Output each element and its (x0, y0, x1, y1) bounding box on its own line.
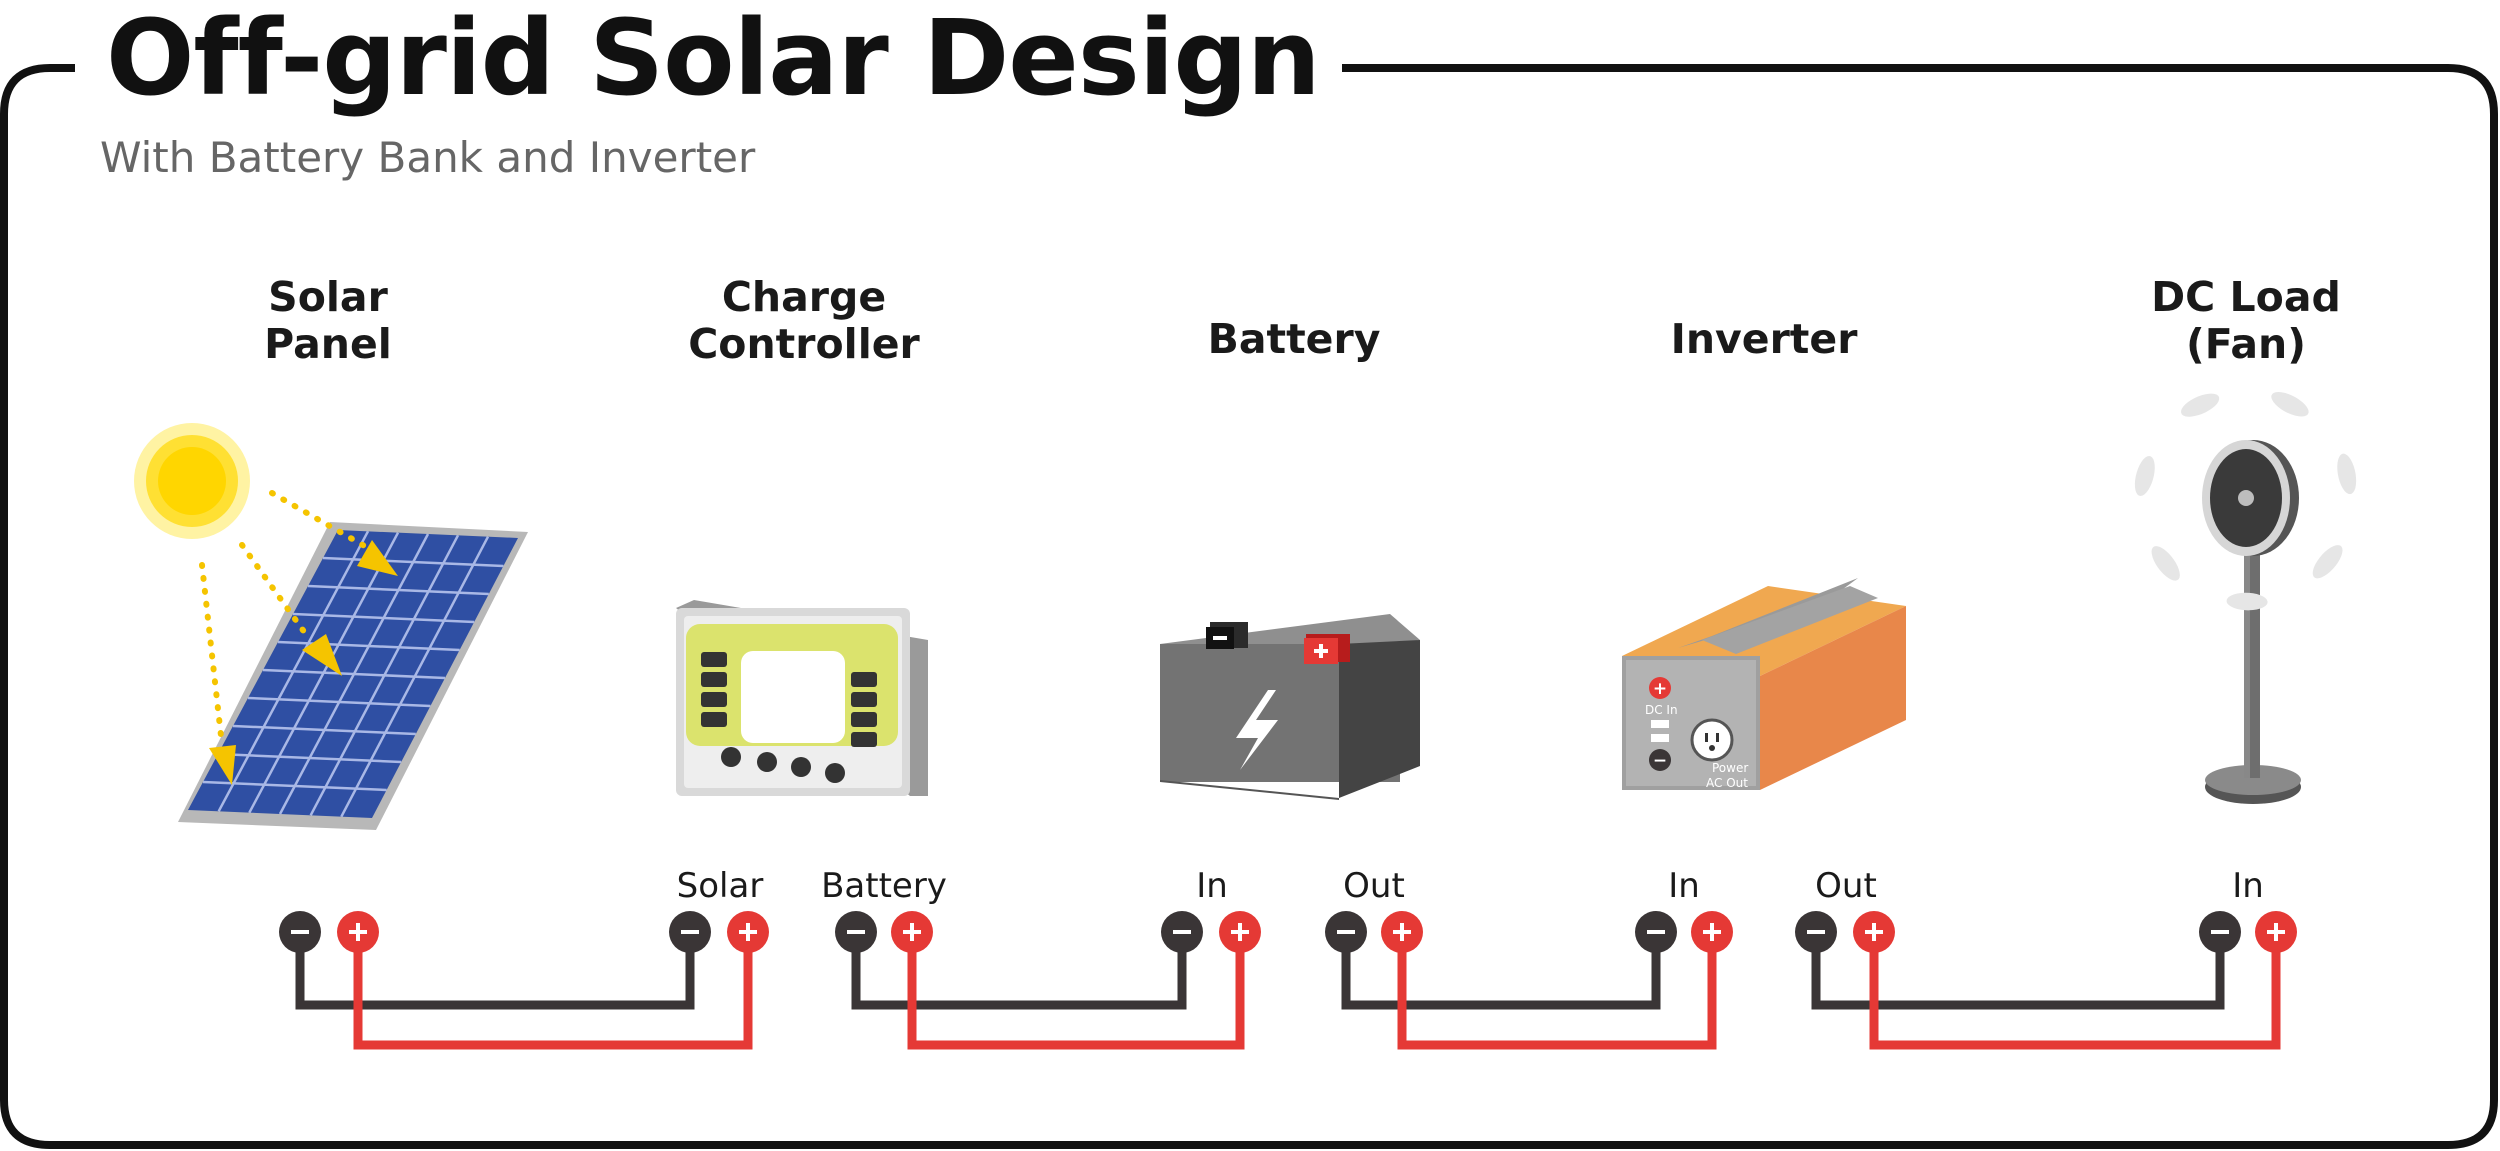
terminal-panel-positive (337, 911, 379, 953)
sun-rays (199, 490, 371, 748)
terminal-label-battery-in: In (1196, 866, 1228, 906)
battery-icon (1160, 614, 1420, 800)
terminal-label-battery-out: Out (1343, 866, 1405, 906)
terminal-battery-in-positive (1219, 911, 1261, 953)
terminal-controller-battery-negative (835, 911, 877, 953)
terminal-label-controller-battery: Battery (821, 866, 947, 906)
terminal-battery-out-negative (1325, 911, 1367, 953)
terminal-label-load-in: In (2232, 866, 2264, 906)
terminal-label-controller-solar: Solar (676, 866, 764, 906)
terminal-inverter-in-positive (1691, 911, 1733, 953)
wire-controller-to-battery (851, 933, 1245, 1050)
diagram-frame (0, 64, 2498, 1149)
terminal-battery-in-negative (1161, 911, 1203, 953)
terminals (279, 911, 2297, 953)
terminal-controller-battery-positive (891, 911, 933, 953)
inverter-minus-symbol: − (1653, 751, 1667, 771)
terminal-label-inverter-out: Out (1815, 866, 1877, 906)
label-battery: Battery (1207, 315, 1381, 363)
wire-inverter-to-load (1811, 933, 2281, 1050)
inverter-icon: + − DC In Power AC Out (1622, 578, 1906, 790)
page-subtitle: With Battery Bank and Inverter (100, 133, 756, 182)
inverter-power-label: Power (1712, 761, 1748, 775)
terminal-inverter-out-positive (1853, 911, 1895, 953)
label-dc-load: DC Load(Fan) (2151, 273, 2341, 369)
page-title: Off-grid Solar Design (102, 0, 1342, 116)
terminal-label-inverter-in: In (1668, 866, 1700, 906)
terminal-panel-negative (279, 911, 321, 953)
wiring (295, 933, 2281, 1050)
terminal-load-in-negative (2199, 911, 2241, 953)
terminal-inverter-out-negative (1795, 911, 1837, 953)
terminal-controller-solar-negative (669, 911, 711, 953)
wire-panel-to-controller (295, 933, 753, 1050)
terminal-controller-solar-positive (727, 911, 769, 953)
fan-icon (2134, 391, 2357, 804)
terminal-battery-out-positive (1381, 911, 1423, 953)
wire-battery-to-inverter (1341, 933, 1717, 1050)
solar-panel-icon (178, 522, 528, 830)
terminal-inverter-in-negative (1635, 911, 1677, 953)
inverter-plus-symbol: + (1653, 679, 1667, 699)
charge-controller-icon (676, 600, 928, 796)
sun-icon (134, 423, 250, 539)
inverter-dc-in-label: DC In (1645, 703, 1678, 717)
terminal-load-in-positive (2255, 911, 2297, 953)
label-inverter: Inverter (1670, 315, 1858, 363)
inverter-ac-out-label: AC Out (1706, 776, 1748, 790)
sun-ray-arrows (209, 540, 398, 785)
